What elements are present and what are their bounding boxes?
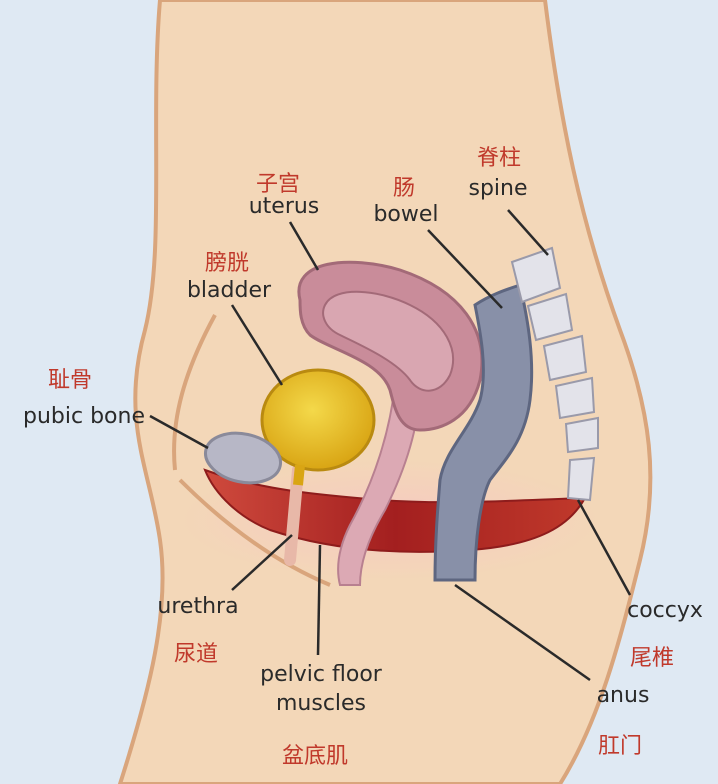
bladder-label-en: bladder — [186, 278, 272, 303]
leader-lines — [149, 209, 632, 682]
uterus-label-en: uterus — [248, 194, 320, 219]
bladder-neck — [293, 464, 305, 486]
leader-uterus — [288, 221, 320, 271]
anus-label-zh: 肛门 — [597, 734, 643, 759]
leader-spine — [507, 209, 549, 256]
pelvic-floor-label-en-2: muscles — [275, 691, 367, 716]
bowel-label-en: bowel — [373, 202, 439, 227]
urethra-tube — [284, 464, 304, 566]
pelvic-floor-label-zh: 盆底肌 — [281, 744, 349, 769]
bladder-label-zh: 膀胱 — [204, 251, 250, 276]
spine-label-zh: 脊柱 — [476, 146, 522, 171]
pubic-bone-shape — [203, 431, 283, 485]
bowel-label-zh: 肠 — [392, 176, 416, 201]
uterus-inner — [322, 290, 455, 392]
coccyx-label-en: coccyx — [627, 598, 703, 623]
leader-urethra — [231, 534, 293, 591]
leader-bowel — [427, 229, 503, 309]
leader-pelvic-floor — [316, 544, 322, 656]
bladder-shape — [260, 368, 376, 472]
spine-label-en: spine — [468, 176, 528, 201]
urethra-label-zh: 尿道 — [173, 642, 219, 667]
pelvic-floor-muscle-shape — [203, 468, 587, 553]
pubic-bone-label-zh: 耻骨 — [47, 368, 93, 393]
leader-anus — [454, 583, 591, 682]
pubic-crease — [172, 314, 217, 471]
leader-pubic-bone — [149, 414, 209, 450]
anus-label-en: anus — [596, 683, 650, 708]
pubic-bone-label-en: pubic bone — [23, 404, 145, 429]
leader-bladder — [230, 304, 284, 386]
urethra-label-en: urethra — [157, 594, 239, 619]
bowel-shape — [433, 283, 534, 582]
uterus-label-zh: 子宫 — [255, 172, 301, 197]
spine-vertebrae — [510, 246, 599, 502]
pelvic-floor-label-en-1: pelvic floor — [260, 662, 382, 687]
uterus-canal — [337, 383, 422, 586]
leg-crease — [178, 478, 331, 587]
leader-coccyx — [576, 499, 632, 596]
coccyx-label-zh: 尾椎 — [629, 646, 675, 671]
